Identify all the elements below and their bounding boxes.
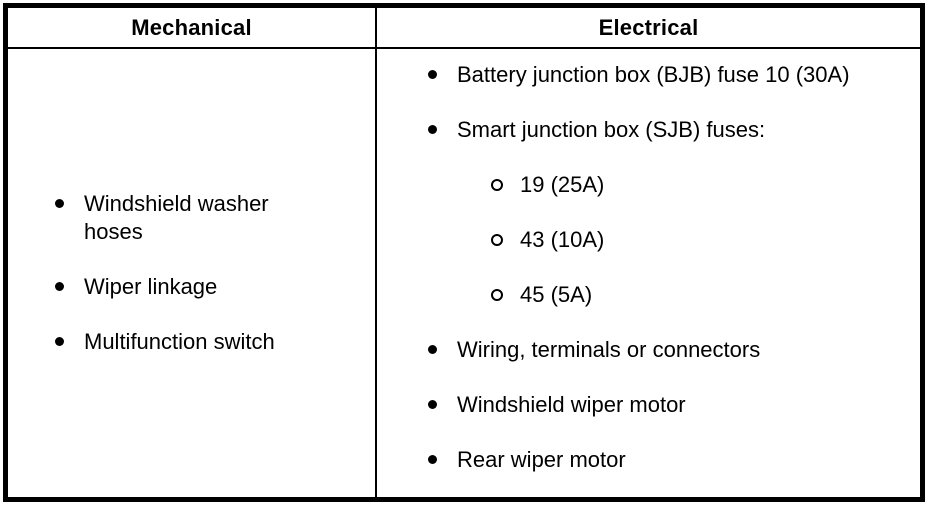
sub-list-item-text: 43 (10A) (520, 227, 605, 252)
mechanical-cell: Windshield washer hoses Wiper linkage Mu… (8, 49, 375, 497)
filled-bullet-icon (428, 455, 437, 464)
column-header-mechanical: Mechanical (131, 14, 252, 40)
list-item: Windshield washer hoses (55, 190, 365, 246)
open-circle-bullet-icon (491, 179, 503, 191)
list-item-text: Rear wiper motor (457, 447, 626, 472)
filled-bullet-icon (428, 70, 437, 79)
mechanical-list: Windshield washer hoses Wiper linkage Mu… (8, 190, 375, 356)
list-item-text: Wiring, terminals or connectors (457, 337, 761, 362)
sub-list-item: 45 (5A) (491, 281, 912, 309)
filled-bullet-icon (55, 337, 64, 346)
table-header-row: Mechanical Electrical (8, 8, 920, 49)
mechanical-electrical-table: Mechanical Electrical Windshield washer … (3, 3, 925, 502)
open-circle-bullet-icon (491, 234, 503, 246)
filled-bullet-icon (428, 400, 437, 409)
list-item: Wiring, terminals or connectors (428, 336, 912, 364)
list-item-text: Wiper linkage (84, 274, 218, 299)
open-circle-bullet-icon (491, 289, 503, 301)
list-item: Wiper linkage (55, 273, 365, 301)
electrical-list: Battery junction box (BJB) fuse 10 (30A)… (377, 49, 920, 474)
sub-list-item-text: 45 (5A) (520, 282, 593, 307)
table-body-row: Windshield washer hoses Wiper linkage Mu… (8, 49, 920, 497)
sub-list-item: 43 (10A) (491, 226, 912, 254)
sub-list-item-text: 19 (25A) (520, 172, 605, 197)
list-item: Rear wiper motor (428, 446, 912, 474)
column-header-electrical: Electrical (375, 8, 920, 47)
list-item-text: Smart junction box (SJB) fuses: (457, 117, 766, 142)
list-item-text: Windshield washer hoses (84, 191, 269, 244)
list-item: Smart junction box (SJB) fuses: (428, 116, 912, 144)
list-item: Battery junction box (BJB) fuse 10 (30A) (428, 61, 912, 89)
list-item-text: Battery junction box (BJB) fuse 10 (30A) (457, 62, 850, 87)
electrical-cell: Battery junction box (BJB) fuse 10 (30A)… (375, 49, 920, 497)
list-item: Multifunction switch (55, 328, 365, 356)
filled-bullet-icon (428, 345, 437, 354)
filled-bullet-icon (55, 282, 64, 291)
list-item-text: Multifunction switch (84, 329, 275, 354)
list-item: Windshield wiper motor (428, 391, 912, 419)
filled-bullet-icon (55, 199, 64, 208)
filled-bullet-icon (428, 125, 437, 134)
list-item-text: Windshield wiper motor (457, 392, 686, 417)
sub-list-item: 19 (25A) (491, 171, 912, 199)
